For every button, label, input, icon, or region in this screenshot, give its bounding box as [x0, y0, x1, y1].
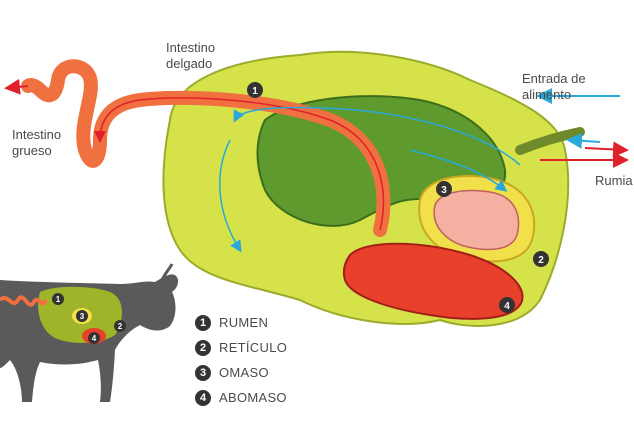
svg-text:2: 2	[118, 322, 123, 331]
flow-arrow-blue-3	[409, 149, 508, 192]
label-rumination: Rumia	[595, 173, 633, 188]
cow-badge-1: 1	[52, 293, 64, 305]
badge-1: 1	[247, 82, 263, 98]
flow-arrow-blue-2	[219, 139, 242, 253]
badge-2: 2	[533, 251, 549, 267]
cow-horn	[160, 263, 174, 281]
svg-text:1: 1	[252, 86, 258, 97]
legend-number: 4	[195, 389, 211, 406]
cow-badge-3: 3	[76, 310, 88, 322]
label-food-entry: Entrada de alimento	[522, 71, 586, 102]
badge-4: 4	[499, 297, 515, 313]
legend-label: ABOMASO	[219, 390, 287, 405]
legend-number: 1	[195, 314, 211, 331]
label-small-intestine: Intestino delgado	[166, 40, 216, 71]
cow-badge-4: 4	[88, 332, 100, 344]
legend-number: 3	[195, 364, 211, 381]
small-intestine-flow	[94, 97, 385, 231]
legend-item-omasum: 3 OMASO	[195, 362, 287, 383]
cow-badge-2: 2	[114, 320, 126, 332]
legend-item-abomasum: 4 ABOMASO	[195, 387, 287, 408]
svg-text:4: 4	[92, 334, 97, 343]
legend-label: RETÍCULO	[219, 340, 288, 355]
legend-label: RUMEN	[219, 315, 269, 330]
legend-item-rumen: 1 RUMEN	[195, 312, 287, 333]
svg-text:3: 3	[80, 312, 85, 321]
svg-text:1: 1	[56, 295, 61, 304]
legend: 1 RUMEN 2 RETÍCULO 3 OMASO 4 ABOMASO	[195, 312, 287, 412]
rumination-arrow-2	[584, 141, 629, 158]
cow-intestine	[0, 295, 48, 307]
svg-text:2: 2	[538, 255, 544, 266]
flow-arrow-blue-1	[233, 106, 521, 166]
abomasum-shape	[342, 242, 524, 320]
exit-arrow	[4, 78, 29, 95]
legend-item-reticulum: 2 RETÍCULO	[195, 337, 287, 358]
label-large-intestine: Intestino grueso	[12, 127, 62, 158]
svg-text:4: 4	[504, 301, 510, 312]
omasum-inner	[433, 189, 520, 251]
legend-number: 2	[195, 339, 211, 356]
svg-text:3: 3	[441, 185, 447, 196]
food-entry-arrow-2	[566, 132, 601, 149]
legend-label: OMASO	[219, 365, 269, 380]
badge-3: 3	[436, 181, 452, 197]
